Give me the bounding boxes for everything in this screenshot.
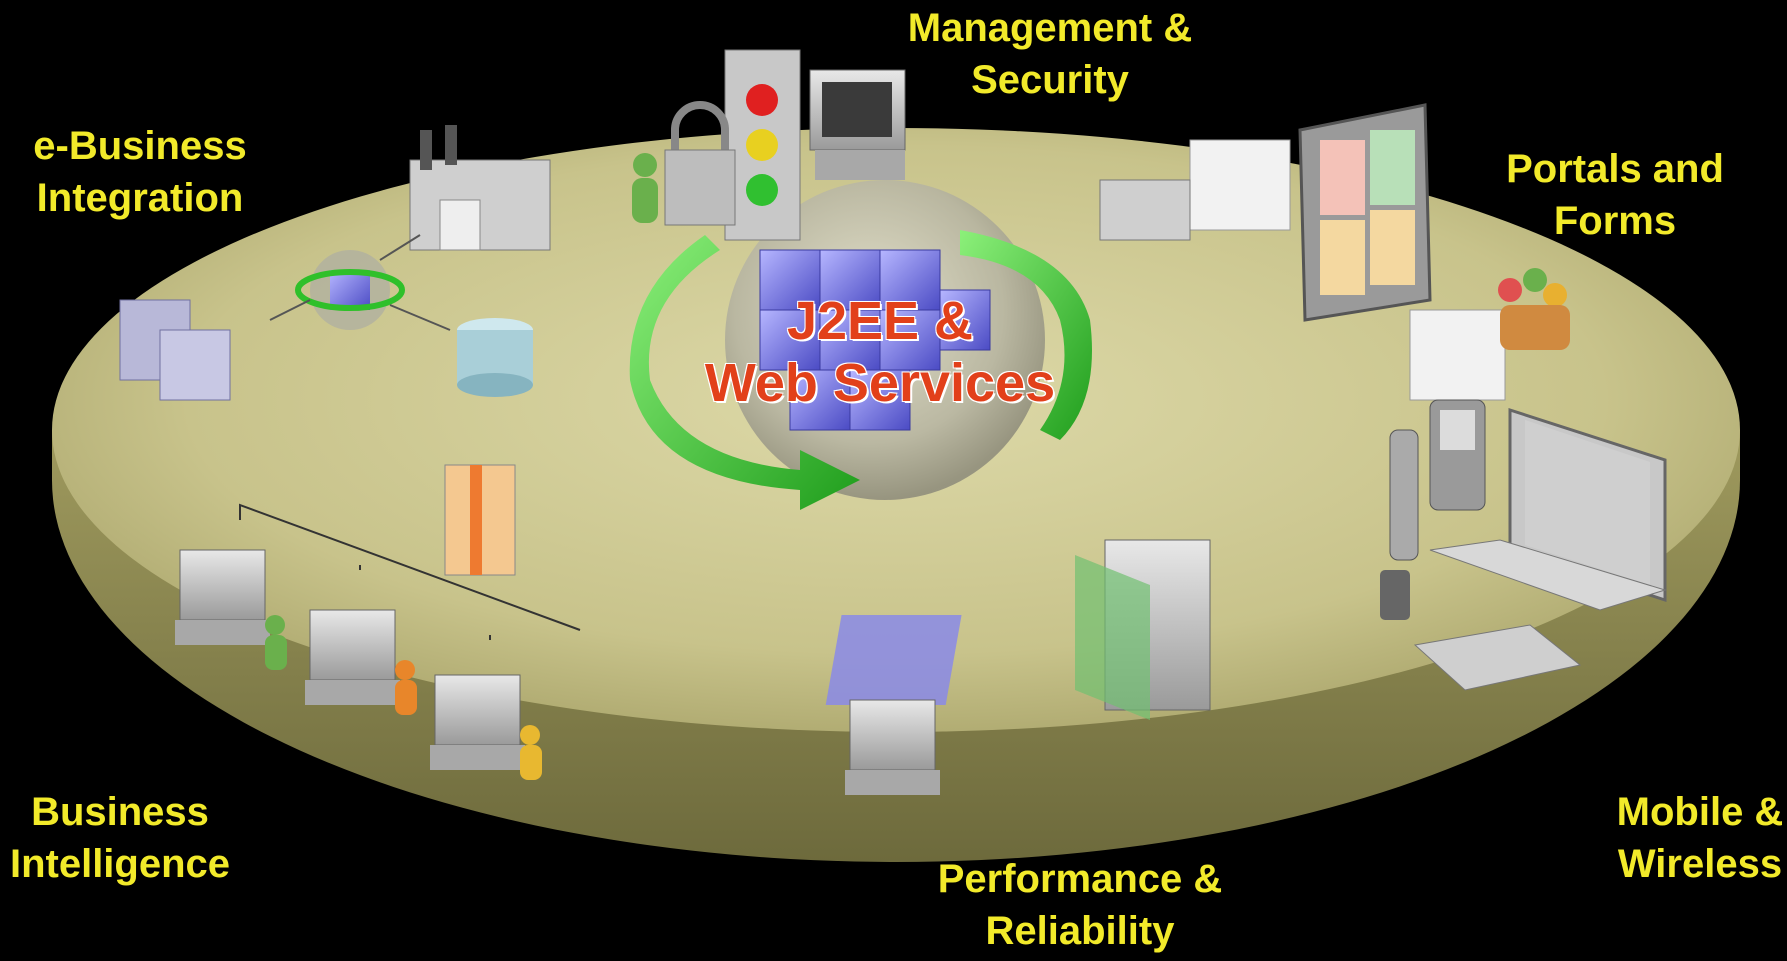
person-green-icon: [632, 153, 658, 223]
server-rack-icon: [119, 299, 231, 401]
label-mobile-wireless: Mobile & Wireless: [1570, 786, 1787, 890]
center-title-line2: Web Services: [704, 353, 1056, 413]
cycle-arrow-graphic: [629, 230, 1092, 510]
label-performance-reliability: Performance & Reliability: [890, 853, 1270, 957]
label-portals-line2: Forms: [1553, 199, 1677, 243]
cube-cluster-graphic: [759, 249, 991, 431]
label-bi-line2: Intelligence: [9, 842, 231, 886]
portals-forms-graphic: [1099, 103, 1570, 401]
report-sheet-icon: [444, 464, 516, 576]
computer-icon: [809, 69, 906, 180]
ebusiness-integration-graphic: [119, 125, 551, 401]
integration-hub-icon: [295, 250, 405, 330]
label-mobile-line1: Mobile &: [1616, 790, 1784, 834]
client-computer-icon: [845, 699, 940, 795]
mobile-wireless-graphic: [1380, 399, 1667, 691]
traffic-light-icon: [724, 49, 801, 241]
management-security-graphic: [632, 49, 906, 241]
cluster-grid-icon: [825, 615, 962, 705]
mobile-phone-icon: [1389, 429, 1419, 561]
label-performance-line1: Performance &: [937, 857, 1223, 901]
label-portals-line1: Portals and: [1506, 147, 1724, 191]
label-ebusiness-line2: Integration: [36, 176, 244, 220]
label-performance-line2: Reliability: [985, 909, 1175, 953]
pager-icon: [1380, 570, 1410, 620]
pda-phone-icon: [1429, 399, 1486, 511]
performance-reliability-graphic: [825, 539, 1211, 795]
center-title-line1: J2EE &: [786, 291, 974, 351]
database-icon: [457, 318, 533, 397]
label-management-line2: Security: [971, 58, 1129, 102]
laptop-icon: [1429, 407, 1667, 611]
computer-bi-2-icon: [305, 609, 417, 715]
business-intelligence-graphic: [175, 464, 581, 780]
factory-building-icon: [409, 125, 551, 251]
label-ebusiness-integration: e-Business Integration: [0, 120, 280, 224]
j2ee-core-graphic: [629, 180, 1092, 510]
label-business-intelligence: Business Intelligence: [0, 786, 280, 890]
label-management-security: Management & Security: [860, 2, 1240, 106]
factory-small-icon: [1099, 179, 1191, 241]
center-title: J2EE & Web Services: [620, 290, 1140, 414]
portal-screen-icon: [1298, 103, 1432, 322]
forms-stack-icon: [1189, 139, 1506, 401]
people-group-icon: [1498, 268, 1570, 350]
label-bi-line1: Business: [31, 790, 209, 834]
tablet-device-icon: [1413, 624, 1582, 691]
padlock-icon: [664, 101, 736, 226]
label-portals-forms: Portals and Forms: [1465, 143, 1765, 247]
firewall-panel-icon: [1075, 555, 1150, 720]
computer-bi-3-icon: [430, 674, 542, 780]
label-ebusiness-line1: e-Business: [33, 124, 247, 168]
computer-bi-1-icon: [175, 549, 287, 670]
label-mobile-line2: Wireless: [1617, 842, 1783, 886]
label-management-line1: Management &: [907, 6, 1193, 50]
